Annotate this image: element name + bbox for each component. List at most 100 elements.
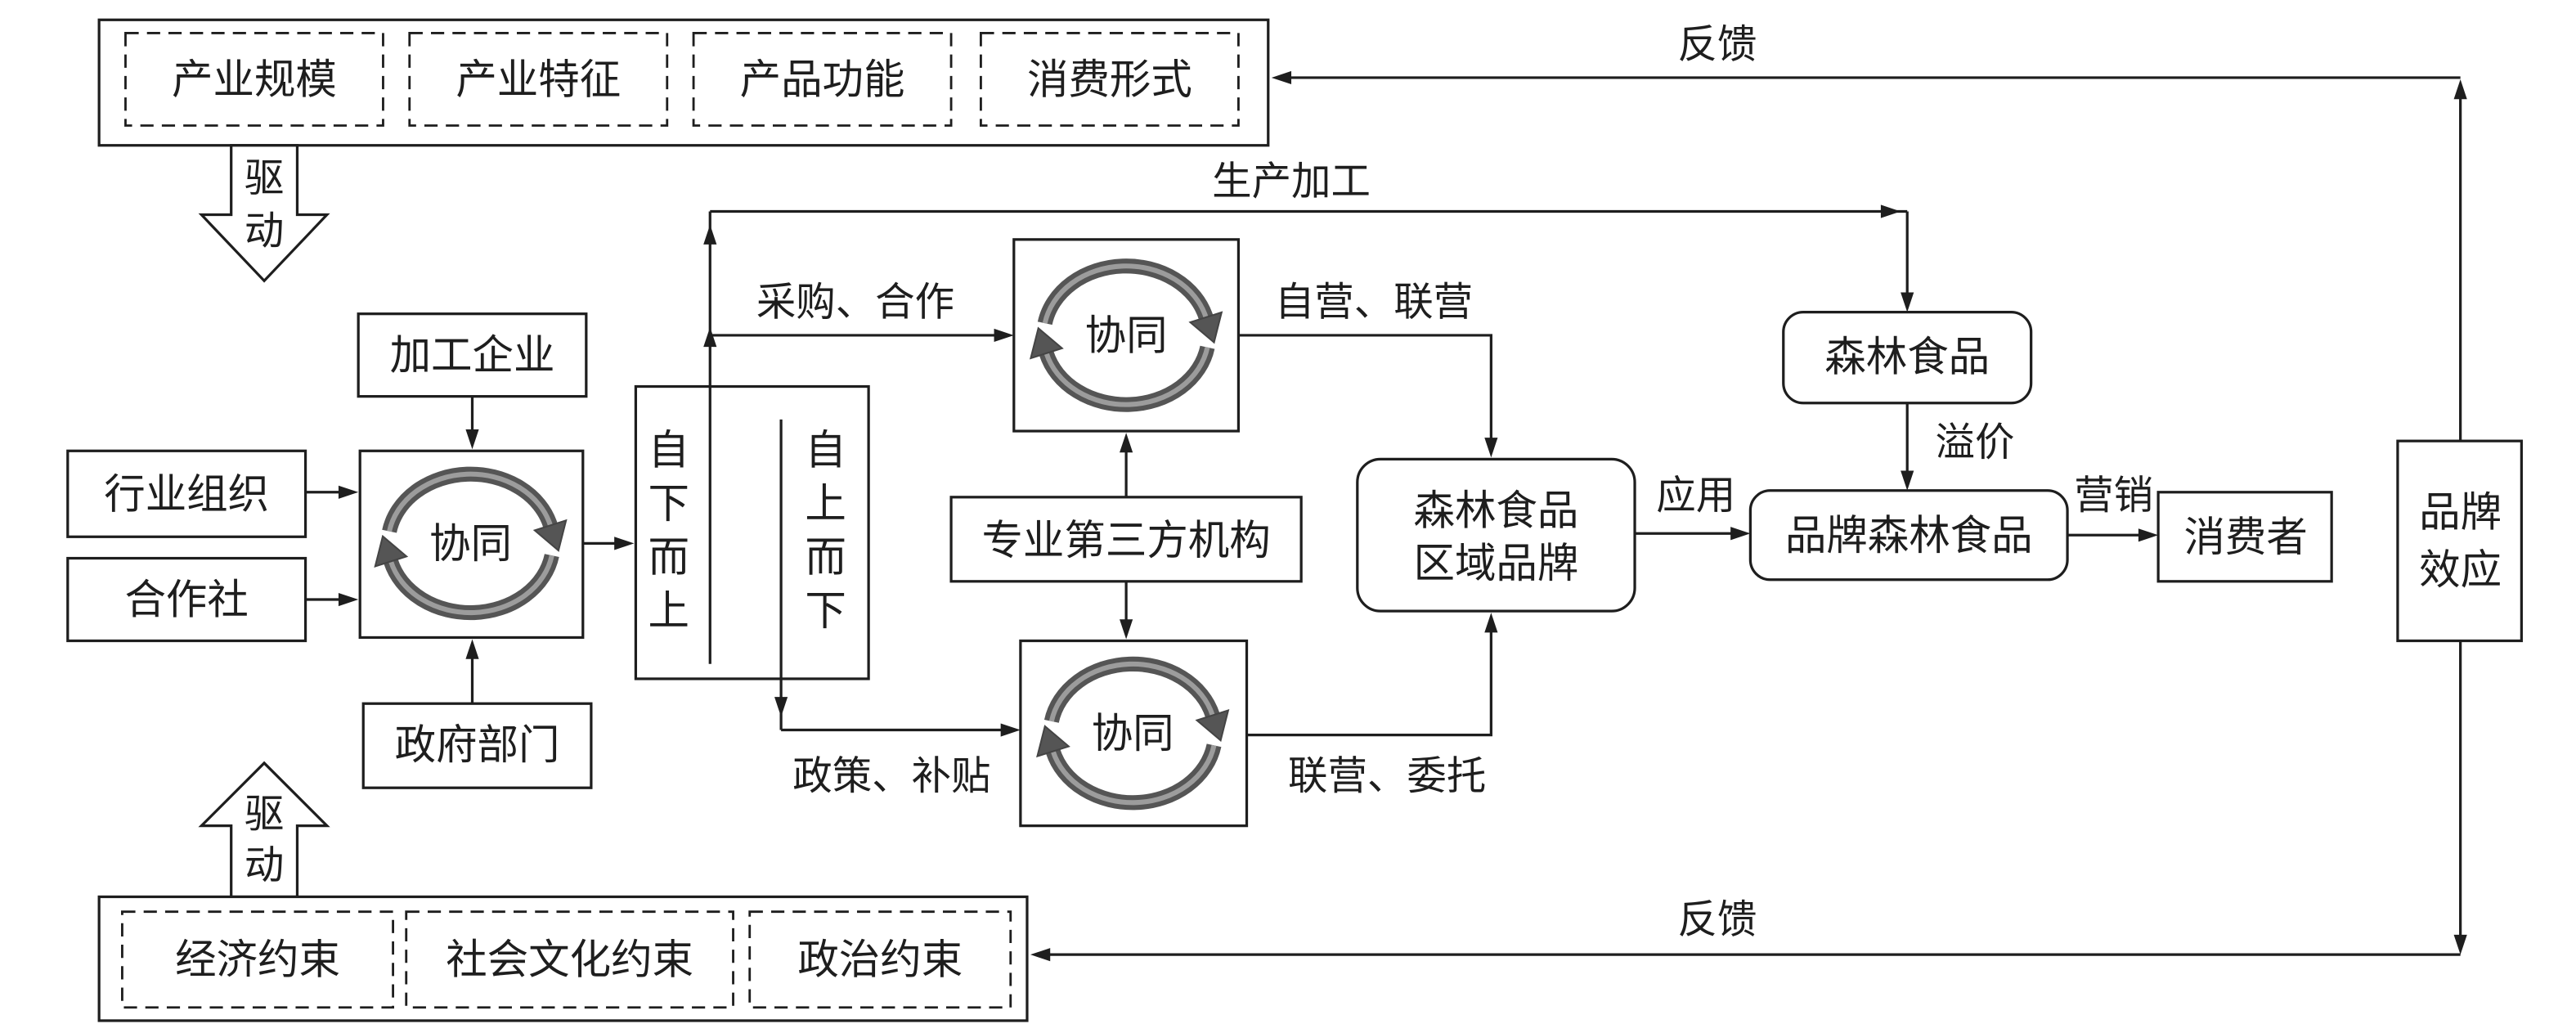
factor-box	[980, 32, 1240, 127]
node-regional-brand: 森林食品 区域品牌	[1356, 457, 1636, 613]
marketing-label: 营销	[2074, 473, 2153, 519]
feedback-bottom-arrow: 反馈	[1030, 897, 2461, 962]
cycle-arrowhead	[1195, 709, 1230, 743]
node-box	[66, 449, 307, 538]
arrowhead	[2138, 528, 2159, 542]
arrowhead	[703, 224, 717, 245]
node-label: 合作社	[124, 576, 248, 624]
drive-label: 驱动	[245, 792, 284, 889]
node-branded-forest-food: 品牌森林食品	[1748, 489, 2069, 582]
feedback-top-arrow: 反馈	[1271, 22, 2461, 85]
bottom-up-flow: 生产加工 采购、合作	[703, 159, 1914, 664]
cycle-arrows-icon	[1036, 656, 1230, 811]
top-drive-arrow: 驱动	[198, 144, 330, 283]
arrowhead	[1484, 438, 1498, 458]
constraint-label: 政治约束	[797, 936, 963, 984]
node-government: 政府部门	[361, 702, 593, 789]
cycle-arrowhead	[1036, 725, 1070, 758]
brand-effect-label-line: 效应	[2419, 546, 2502, 594]
node-synergy-top: 协同	[1012, 238, 1241, 433]
brand-effect-group: 品牌 效应	[2396, 79, 2523, 955]
self-run-label: 自营、联营	[1275, 280, 1473, 326]
cycle-arrowhead	[532, 519, 568, 552]
cycle-arc-highlight	[388, 555, 554, 616]
arrowhead	[2453, 79, 2467, 100]
node-label: 政府部门	[395, 721, 560, 769]
apply-label: 应用	[1656, 473, 1735, 519]
factor-label: 产业特征	[456, 55, 621, 103]
arrowhead	[1901, 470, 1914, 491]
arrowhead	[614, 537, 635, 550]
cycle-arrows-icon	[374, 466, 568, 621]
cycle-arrows-icon	[1029, 258, 1223, 412]
node-label: 专业第三方机构	[981, 516, 1270, 564]
policy-label: 政策、补贴	[792, 753, 990, 799]
bottom-drive-arrow: 驱动	[198, 761, 330, 899]
actor-arrows	[305, 396, 635, 704]
arrowhead	[465, 639, 479, 659]
node-third-party: 专业第三方机构	[949, 433, 1303, 640]
constraint-box	[405, 910, 734, 1009]
arrow-line	[1246, 627, 1492, 737]
arrowhead	[1901, 292, 1914, 312]
vertical-char: 上	[648, 586, 689, 635]
node-industry-organization: 行业组织	[66, 449, 307, 538]
node-label: 行业组织	[104, 469, 269, 518]
vertical-char: 上	[805, 478, 846, 527]
node-box	[361, 702, 593, 789]
factor-box	[124, 32, 384, 127]
node-forest-food: 森林食品	[1782, 311, 2033, 405]
joint-label: 联营、委托	[1288, 753, 1486, 799]
feedback-top-label: 反馈	[1678, 22, 1757, 68]
self-run-flow: 自营、联营	[1238, 280, 1498, 458]
joint-flow: 联营、委托	[1246, 613, 1498, 799]
vertical-char: 自	[648, 425, 689, 474]
arrowhead	[1484, 613, 1498, 633]
vertical-char: 动	[245, 209, 284, 254]
synergy-label: 协同	[1085, 311, 1168, 359]
node-box	[1356, 457, 1636, 613]
marketing-flow: 营销	[2067, 473, 2159, 542]
constraint-label: 经济约束	[175, 936, 340, 984]
node-box	[1019, 639, 1249, 828]
arrowhead	[465, 429, 479, 450]
constraint-box	[748, 910, 1012, 1009]
arrowhead	[1880, 204, 1901, 218]
vertical-char: 自	[805, 425, 846, 474]
cycle-arc-highlight	[1048, 661, 1215, 722]
drive-label: 驱动	[245, 155, 284, 254]
production-label: 生产加工	[1212, 159, 1371, 204]
arrowhead	[2453, 934, 2467, 955]
node-label: 加工企业	[390, 331, 555, 380]
node-label: 品牌森林食品	[1785, 511, 2033, 559]
factor-box	[408, 32, 669, 127]
node-box	[357, 312, 588, 398]
node-label-line: 区域品牌	[1413, 539, 1578, 587]
node-processing-enterprise: 加工企业	[357, 312, 588, 398]
brand-effect-box	[2396, 439, 2523, 643]
synergy-label: 协同	[1092, 709, 1174, 757]
brand-effect-label-line: 品牌	[2419, 488, 2502, 537]
node-consumer: 消费者	[2156, 491, 2333, 583]
constraint-box	[121, 910, 394, 1009]
premium-flow: 溢价	[1901, 402, 2015, 491]
factor-label: 消费形式	[1027, 55, 1192, 103]
arrowhead	[1730, 527, 1751, 541]
vertical-char: 而	[648, 532, 689, 581]
bottom-up-label: 自下而上	[648, 425, 689, 635]
feedback-bottom-label: 反馈	[1678, 897, 1757, 943]
arrowhead	[338, 592, 359, 607]
vertical-char: 驱	[245, 155, 284, 201]
factor-label: 产业规模	[172, 55, 337, 103]
cycle-arc-highlight	[387, 471, 553, 532]
apply-flow: 应用	[1635, 473, 1751, 541]
arrowhead	[1120, 433, 1133, 453]
arrowhead	[338, 485, 359, 499]
node-box	[2156, 491, 2333, 583]
synergy-label: 协同	[429, 519, 512, 568]
cycle-arc-highlight	[1042, 263, 1209, 324]
premium-label: 溢价	[1936, 420, 2015, 465]
node-box	[66, 556, 307, 643]
node-label: 森林食品	[1824, 333, 1990, 381]
